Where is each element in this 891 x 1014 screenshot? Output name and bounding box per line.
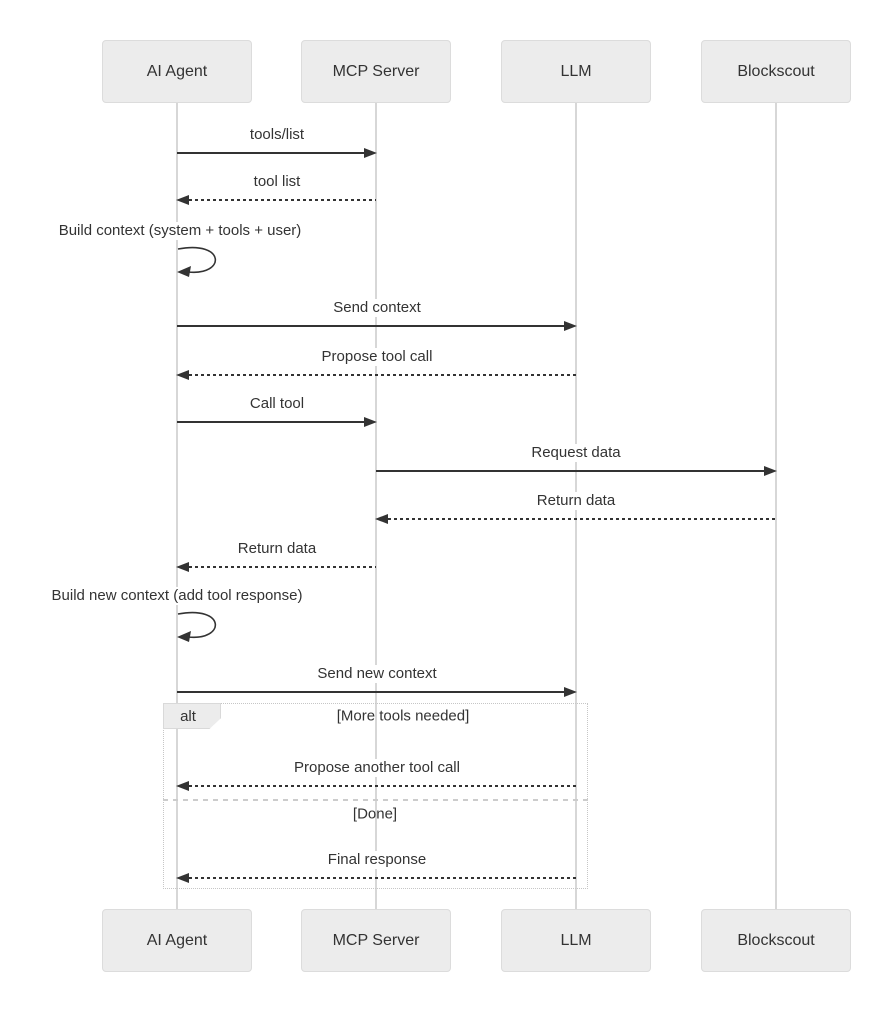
arrow-line [183,374,576,376]
arrow-call-tool [177,417,377,427]
arrow-return-data-2 [176,562,376,572]
arrowhead-right-icon [564,321,577,331]
arrowhead-left-icon [176,562,189,572]
arrow-line [177,421,370,423]
self-loop-arrow [177,611,217,642]
arrow-final-response [176,873,576,883]
lifeline-blockscout [775,103,777,909]
participant-label: MCP Server [332,62,420,80]
message-label-send-context: Send context [331,299,423,317]
arrow-propose-tool-call [176,370,576,380]
alt-keyword-label: alt [180,707,196,725]
arrow-line [177,691,570,693]
message-label-return-data-2: Return data [235,540,319,558]
arrow-request-data [376,466,777,476]
message-label-request-data: Request data [529,444,623,462]
message-label-tools-list: tools/list [247,126,307,144]
participant-label: MCP Server [332,931,420,949]
arrow-line [183,785,576,787]
lifeline-ai-agent [176,103,178,909]
message-label-send-new-context: Send new context [315,665,439,683]
alt-condition-more-tools: [More tools needed] [336,707,470,725]
arrow-line [177,152,370,154]
participant-mcp-server-bottom: MCP Server [301,909,451,972]
arrowhead-right-icon [564,687,577,697]
arrow-tools-list [177,148,377,158]
message-label-return-data-1: Return data [534,492,618,510]
message-label-build-context: Build context (system + tools + user) [56,222,304,240]
arrowhead-left-icon [375,514,388,524]
alt-section-divider [163,799,588,801]
arrow-send-context [177,321,577,331]
arrowhead-left-icon [176,781,189,791]
lifeline-mcp-server [375,103,377,909]
participant-llm-bottom: LLM [501,909,651,972]
arrowhead-left-icon [176,873,189,883]
arrowhead-right-icon [764,466,777,476]
message-label-build-new-context: Build new context (add tool response) [49,587,305,605]
alt-keyword-tab: alt [163,703,221,729]
arrow-line [177,325,570,327]
arrow-line [183,566,376,568]
arrow-tool-list [176,195,376,205]
arrow-line [183,877,576,879]
participant-label: AI Agent [146,931,208,949]
arrow-return-data-1 [375,514,776,524]
arrow-line [382,518,776,520]
message-label-tool-list: tool list [251,173,303,191]
participant-blockscout-top: Blockscout [701,40,851,103]
participant-label: Blockscout [737,931,815,949]
participant-blockscout-bottom: Blockscout [701,909,851,972]
participant-label: LLM [560,931,592,949]
alt-condition-done: [Done] [352,805,398,823]
arrowhead-right-icon [364,148,377,158]
participant-label: LLM [560,62,592,80]
arrowhead-right-icon [364,417,377,427]
arrow-propose-another-tool-call [176,781,576,791]
participant-ai-agent-bottom: AI Agent [102,909,252,972]
arrow-line [183,199,376,201]
alt-fragment-frame [163,703,588,889]
participant-llm-top: LLM [501,40,651,103]
message-label-propose-another-tool-call: Propose another tool call [292,759,462,777]
arrow-send-new-context [177,687,577,697]
participant-label: Blockscout [737,62,815,80]
arrowhead-left-icon [176,195,189,205]
participant-ai-agent-top: AI Agent [102,40,252,103]
message-label-call-tool: Call tool [247,395,307,413]
participant-mcp-server-top: MCP Server [301,40,451,103]
message-label-final-response: Final response [325,851,429,869]
arrowhead-left-icon [176,370,189,380]
participant-label: AI Agent [146,62,208,80]
message-label-propose-tool-call: Propose tool call [319,348,435,366]
arrow-line [376,470,770,472]
self-loop-arrow [177,246,217,277]
